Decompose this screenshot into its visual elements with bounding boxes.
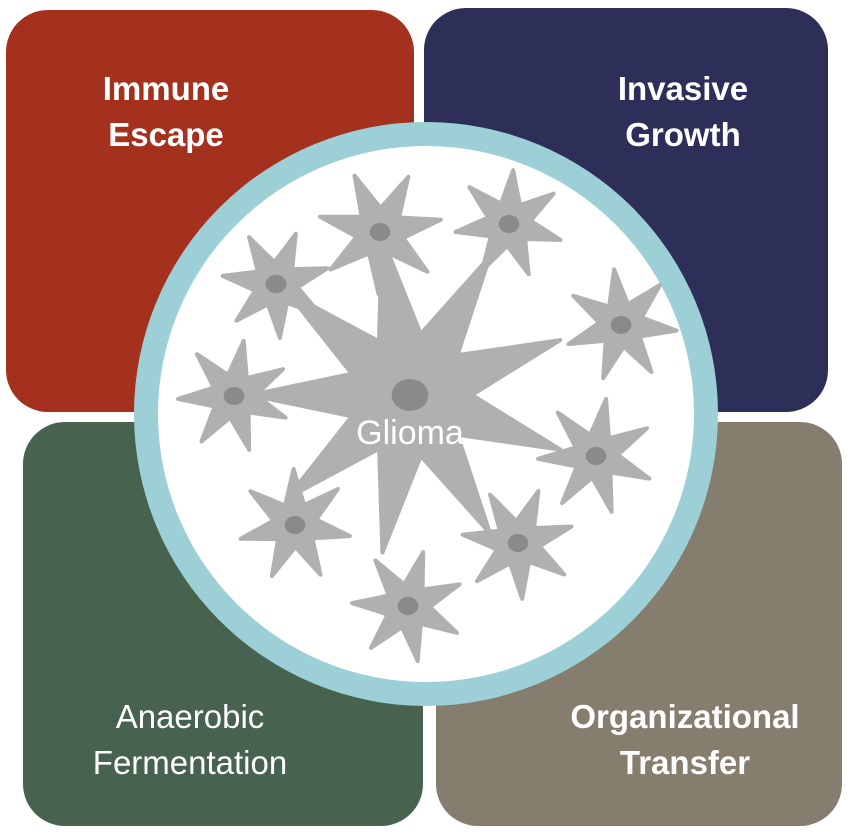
cell-nucleus	[391, 379, 429, 411]
cell-nucleus	[369, 223, 391, 241]
cell-nucleus	[498, 215, 520, 233]
cell-nucleus	[507, 534, 529, 552]
cell-nucleus	[585, 447, 607, 465]
cell-nucleus	[610, 316, 632, 334]
label-line: Escape	[108, 116, 224, 153]
cell-nucleus	[223, 387, 245, 405]
label-immune-escape: Immune Escape	[66, 66, 266, 158]
label-anaerobic-fermentation: Anaerobic Fermentation	[60, 694, 320, 786]
label-line: Fermentation	[92, 744, 288, 781]
cell-group	[176, 168, 679, 664]
label-organizational-transfer: Organizational Transfer	[540, 694, 830, 786]
label-line: Invasive	[617, 70, 749, 107]
label-line: Anaerobic	[115, 698, 265, 735]
cell-nucleus	[397, 597, 419, 615]
cell-nucleus	[284, 516, 306, 534]
label-line: Organizational	[570, 698, 800, 735]
glioma-label: Glioma	[356, 414, 464, 452]
label-line: Transfer	[619, 744, 751, 781]
label-line: Growth	[625, 116, 741, 153]
cell-nucleus	[265, 275, 287, 293]
label-invasive-growth: Invasive Growth	[583, 66, 783, 158]
label-line: Immune	[102, 70, 230, 107]
